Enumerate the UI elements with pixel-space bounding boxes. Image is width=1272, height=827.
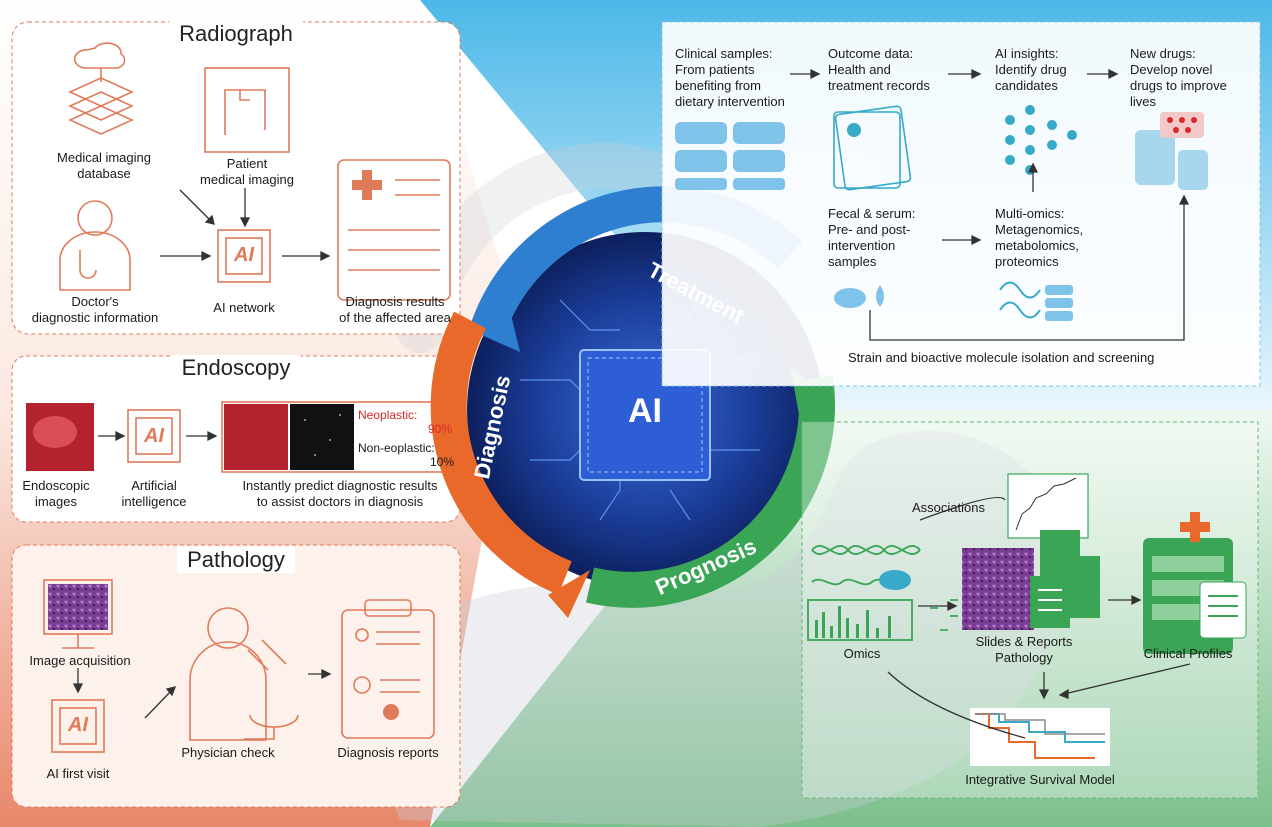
multi-omics-label: Multi-omics: Metagenomics, metabolomics,… [995, 206, 1084, 269]
radiograph-chip-label: AI [234, 244, 254, 266]
patient-imaging-label: Patient medical imaging [200, 156, 294, 187]
neoplastic-label: Neoplastic: [358, 408, 418, 422]
omics-label: Omics [843, 646, 881, 661]
diagnosis-results-label: Diagnosis results of the affected area [339, 294, 451, 325]
non-neoplastic-value: 10% [430, 455, 455, 469]
survival-model-label: Integrative Survival Model [965, 772, 1115, 787]
slides-reports-label: Slides & Reports Pathology [975, 634, 1073, 665]
clinical-profiles-label: Clinical Profiles [1143, 646, 1233, 661]
fecal-serum-label: Fecal & serum: Pre- and post- interventi… [828, 206, 916, 269]
image-acquisition-label: Image acquisition [29, 653, 131, 668]
outcome-data-label: Outcome data: Health and treatment recor… [828, 46, 930, 93]
endoscopy-title: Endoscopy [171, 355, 301, 381]
ai-insights-label: AI insights: Identify drug candidates [995, 46, 1067, 93]
non-neoplastic-label: Non-eoplastic: [358, 441, 435, 455]
clinical-samples-label: Clinical samples: From patients benefiti… [675, 46, 785, 109]
neoplastic-value: 90% [428, 422, 453, 436]
center-ai-label: AI [628, 392, 662, 430]
pathology-chip-label: AI [68, 714, 88, 736]
predict-label: Instantly predict diagnostic results to … [242, 478, 438, 509]
ai-first-visit-label: AI first visit [46, 766, 110, 781]
doctor-label: Doctor's diagnostic information [31, 294, 159, 325]
diagnosis-reports-label: Diagnosis reports [337, 745, 439, 760]
new-drugs-label: New drugs: Develop novel drugs to improv… [1130, 46, 1227, 109]
radiograph-title: Radiograph [169, 21, 303, 47]
endoscopy-chip-label: AI [144, 425, 164, 447]
endoscopic-images-label: Endoscopic images [22, 478, 90, 509]
pathology-title: Pathology [177, 547, 295, 573]
associations-label: Associations [912, 500, 985, 515]
ai-network-label: AI network [213, 300, 275, 315]
strain-isolation-label: Strain and bioactive molecule isolation … [848, 350, 1155, 365]
artificial-intelligence-label: Artificial intelligence [121, 478, 187, 509]
database-label: Medical imaging database [57, 150, 151, 181]
physician-check-label: Physician check [181, 745, 275, 760]
